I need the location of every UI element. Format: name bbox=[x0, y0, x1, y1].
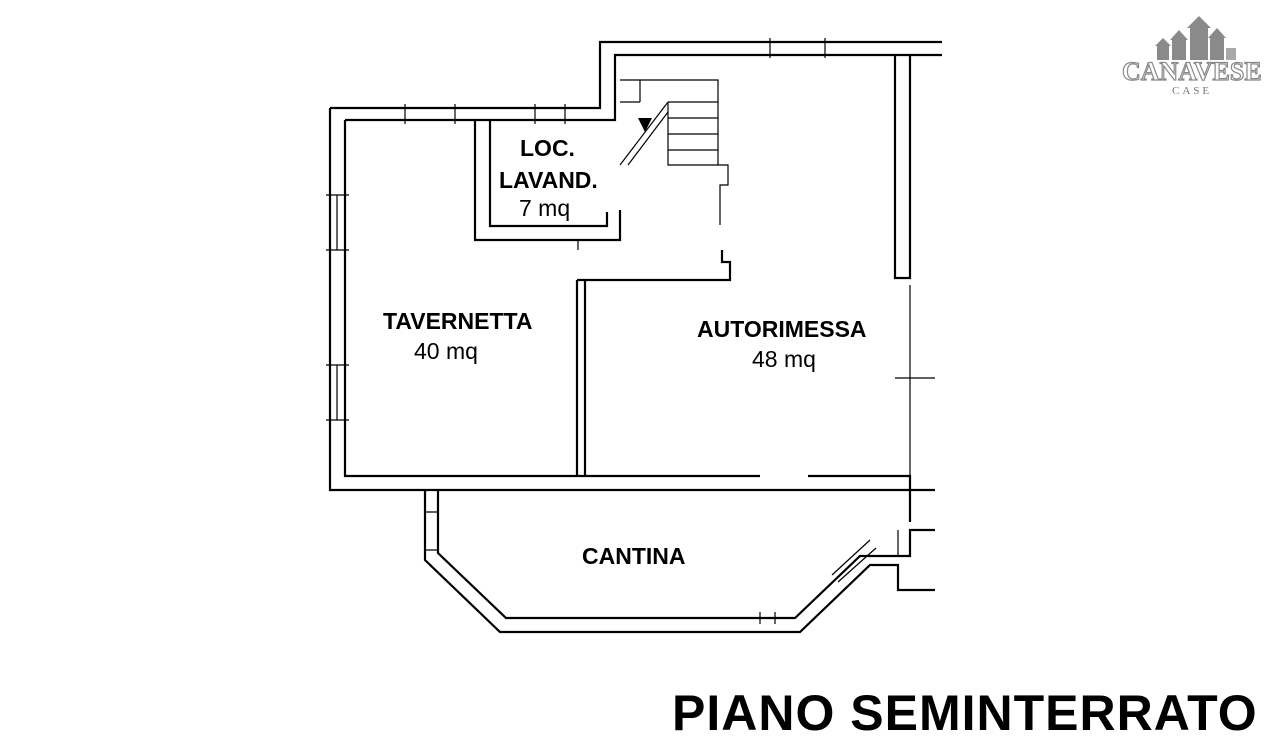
room-labels: LOC. LAVAND. 7 mq TAVERNETTA 40 mq AUTOR… bbox=[383, 135, 867, 569]
floor-title: PIANO SEMINTERRATO bbox=[672, 685, 1258, 741]
cantina-name: CANTINA bbox=[582, 543, 686, 569]
lavanderia-name-line2: LAVAND. bbox=[499, 167, 598, 193]
tavernetta-area: 40 mq bbox=[414, 338, 478, 364]
logo-name: CANAVESE bbox=[1122, 57, 1262, 86]
lavanderia-name-line1: LOC. bbox=[520, 135, 575, 161]
autorimessa-area: 48 mq bbox=[752, 346, 816, 372]
lavanderia-area: 7 mq bbox=[519, 195, 570, 221]
houses-icon bbox=[1155, 16, 1236, 60]
tavernetta-name: TAVERNETTA bbox=[383, 308, 533, 334]
logo-sub: CASE bbox=[1172, 85, 1212, 97]
walls bbox=[326, 38, 942, 634]
company-logo: CANAVESE CASE bbox=[1121, 16, 1262, 97]
autorimessa-name: AUTORIMESSA bbox=[697, 316, 867, 342]
